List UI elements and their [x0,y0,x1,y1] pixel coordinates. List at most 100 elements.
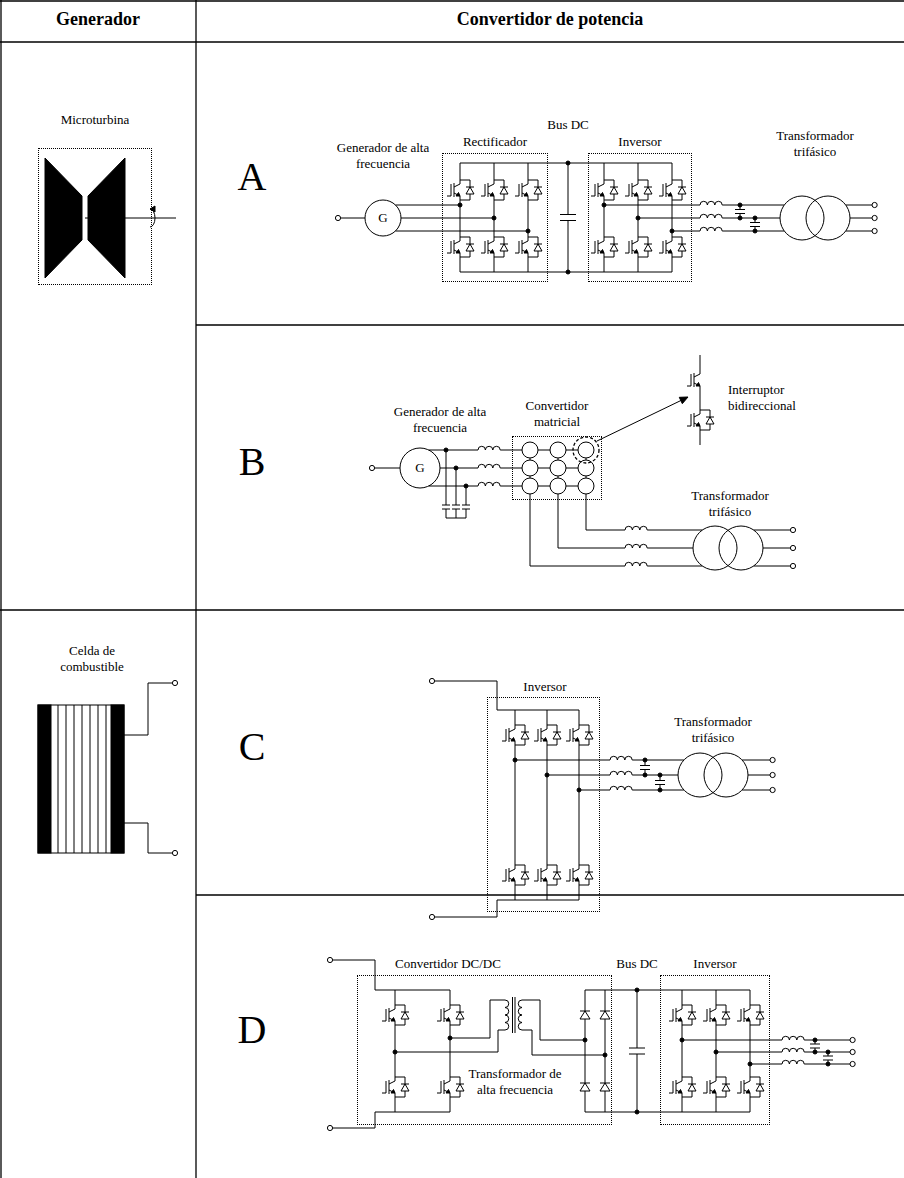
wire [395,990,396,1005]
igbt-gate [659,184,663,196]
igbt-emitter [666,193,672,200]
fuel-cell-stack [38,705,124,853]
wire [429,450,478,451]
wire [750,1097,751,1112]
terminal [790,527,795,532]
component-label: Bus DC [612,956,662,972]
igbt-gate [481,184,485,196]
wire [530,566,625,567]
diode-symbol [456,1012,464,1019]
igbt-collector [389,1005,395,1012]
transformer-winding-circle [678,753,722,797]
wire [528,163,529,180]
diode-bar [500,187,508,188]
matrix-switch [522,442,538,458]
component-label: Transformador trifásico [765,128,865,161]
igbt-collector [454,180,460,187]
igbt-emitter [509,738,515,745]
igbt-base [598,183,599,197]
table-rule [0,0,904,1]
terminal [872,215,877,220]
diode-bar [688,1012,696,1013]
diode-bar [534,187,542,188]
wire [605,1025,606,1077]
wire [647,530,702,531]
table-rule [0,0,1,1178]
igbt-emitter [710,1018,716,1025]
capacitor-plate [452,505,460,506]
wire [682,1040,782,1041]
igbt-collector [454,237,460,244]
wire [700,430,701,445]
igbt-base [598,240,599,254]
component-label: Transformador trifásico [680,488,780,521]
wire [446,450,447,505]
terminal [335,215,340,220]
igbt-emitter [632,250,638,257]
igbt-gate [534,729,538,741]
diode-bar [706,417,714,418]
igbt-collector [488,237,494,244]
diode-symbol [500,244,508,251]
wire [742,760,770,761]
igbt-emitter [598,250,604,257]
igbt-emitter [676,1018,682,1025]
igbt-collector [694,410,700,417]
diode-bar [600,1011,610,1012]
block-heading: Inversor [605,134,675,150]
junction-dot [526,229,530,233]
diode-symbol [678,244,686,251]
terminal [850,1061,855,1066]
dc-rail [333,1112,450,1128]
fuel-cell-end-plate [111,705,124,853]
wire [440,468,478,469]
wire [846,231,872,232]
wire [700,390,701,410]
fuel-cell-plate [66,705,67,853]
igbt-base [454,240,455,254]
igbt-gate [625,184,629,196]
igbt-collector [666,237,672,244]
wire [395,1030,505,1052]
igbt-gate [534,869,538,881]
diode-symbol [688,1084,696,1091]
inductor-symbol [478,482,500,486]
igbt-emitter [522,250,528,257]
diode-bar [585,732,593,733]
junction-dot [753,216,757,220]
wire [579,885,580,900]
terminal [872,202,877,207]
transformer-winding-circle [780,196,824,240]
diode-bar [521,872,529,873]
column-header: Generador [8,10,188,30]
igbt-arrow [712,1090,716,1094]
wire [638,163,639,180]
diode-symbol [678,187,686,194]
diode-bar [553,732,561,733]
igbt-gate [566,869,570,881]
matrix-switch [550,442,566,458]
row-letter: D [227,1008,277,1052]
diode-bar [580,1011,590,1012]
diode-bar [722,1012,730,1013]
igbt-collector [694,370,700,377]
component-label: Generador de alta frecuencia [390,404,490,437]
igbt-arrow [524,250,528,254]
igbt-base [694,413,695,427]
inductor-symbol [625,562,647,566]
wire [341,218,365,219]
diode-symbol [610,187,618,194]
wire [466,486,467,505]
igbt-collector [710,1005,716,1012]
dotted-block: Convertidor DC/DCTransformador de alta f… [357,975,612,1125]
igbt-emitter [488,250,494,257]
inductor-symbol [478,464,500,468]
diode-bar [500,244,508,245]
igbt-base [389,1008,390,1022]
igbt-base [632,183,633,197]
column-header: Convertidor de potencia [350,10,750,30]
igbt-emitter [454,193,460,200]
igbt-arrow [456,193,460,197]
wire [429,486,478,487]
terminal [327,1125,332,1130]
